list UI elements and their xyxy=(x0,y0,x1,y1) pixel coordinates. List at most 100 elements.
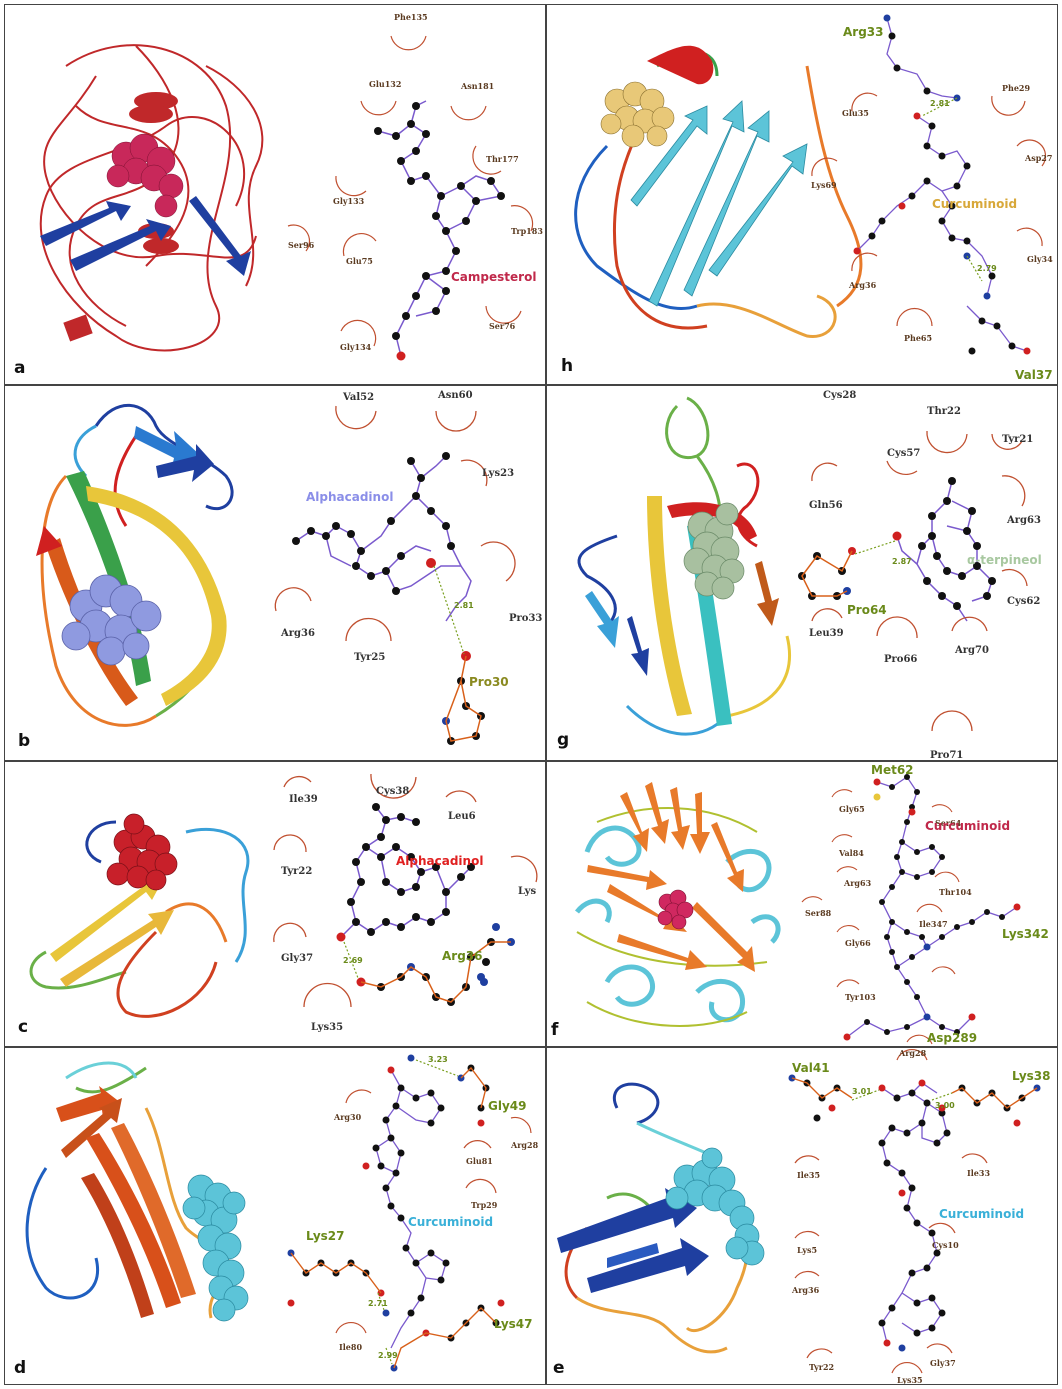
ligand-label-h: Curcuminoid xyxy=(932,197,1017,211)
ligand-spheres-h xyxy=(601,82,674,147)
residue-c-2: Leu6 xyxy=(448,811,476,822)
partner-e-1: Lys38 xyxy=(1012,1069,1051,1083)
residue-h-6: Phe65 xyxy=(904,333,932,343)
panel-b-graphic: 2.81 Val52 Asn60 Lys23 Pro33 Arg36 Tyr25… xyxy=(6,386,544,759)
hbond-d-1: 2.71 xyxy=(368,1299,388,1308)
hbond-e-1: 3.00 xyxy=(935,1101,955,1110)
partner-d-0: Gly49 xyxy=(488,1099,526,1113)
panel-g: 2.87 Cys28 Thr22 Tyr21 Cys57 Gln56 Arg63… xyxy=(547,386,1057,759)
partner-f-0: Met62 xyxy=(871,763,914,777)
residue-g-9: Arg70 xyxy=(954,645,989,656)
panel-letter-g: g xyxy=(557,730,569,750)
interaction-diagram-a: Phe135 Glu132 Asn181 Thr177 Gly133 Ser96… xyxy=(288,12,543,361)
residue-g-2: Tyr21 xyxy=(1002,434,1033,445)
panel-e: 3.01 3.00 Arg28 Ile33 Ile35 Lys5 Cys10 A… xyxy=(547,1048,1057,1384)
residue-a-9: Gly134 xyxy=(340,342,372,352)
interaction-diagram-g: 2.87 Cys28 Thr22 Tyr21 Cys57 Gln56 Arg63… xyxy=(798,390,1042,759)
hbond-g: 2.87 xyxy=(892,557,912,566)
hbond-h-1: 2.79 xyxy=(977,264,997,273)
residue-g-4: Gln56 xyxy=(809,500,843,511)
residue-c-4: Lys xyxy=(518,886,536,897)
ligand-spheres-g xyxy=(684,503,744,599)
helix-h xyxy=(647,46,713,84)
residue-a-8: Ser76 xyxy=(489,321,516,331)
partner-h-0: Arg33 xyxy=(843,25,884,39)
residue-a-2: Asn181 xyxy=(460,81,494,91)
partner-g: Pro64 xyxy=(847,603,887,617)
protein-f xyxy=(577,782,778,1026)
panel-b: 2.81 Val52 Asn60 Lys23 Pro33 Arg36 Tyr25… xyxy=(6,386,544,759)
ligand-label-g: α-terpineol xyxy=(967,553,1042,567)
residue-e-1: Ile33 xyxy=(967,1168,990,1178)
residue-e-0: Arg28 xyxy=(898,1048,927,1058)
panel-letter-a: a xyxy=(14,358,25,378)
residue-d-4: Ile80 xyxy=(339,1342,362,1352)
partner-c: Arg36 xyxy=(442,949,483,963)
residue-g-8: Pro66 xyxy=(884,654,917,665)
ligand-label-a: Campesterol xyxy=(451,270,536,284)
residue-b-1: Asn60 xyxy=(437,390,473,401)
panel-a-graphic: Phe135 Glu132 Asn181 Thr177 Gly133 Ser96… xyxy=(6,6,544,383)
residue-a-4: Gly133 xyxy=(333,196,365,206)
panel-h: 2.81 2.79 Arg33 Val37 Phe29 Glu35 Asp27 … xyxy=(547,6,1057,383)
residue-d-2: Glu81 xyxy=(466,1156,493,1166)
panel-g-graphic: 2.87 Cys28 Thr22 Tyr21 Cys57 Gln56 Arg63… xyxy=(547,386,1057,759)
residue-g-5: Arg63 xyxy=(1006,515,1041,526)
strands-c xyxy=(50,874,174,987)
hbond-d-0: 3.23 xyxy=(428,1055,448,1064)
residue-c-6: Lys35 xyxy=(311,1022,343,1033)
hbond-b: 2.81 xyxy=(454,601,474,610)
residue-f-4: Gly66 xyxy=(845,938,871,948)
partner-h-1: Val37 xyxy=(1015,368,1053,382)
ligand-label-d: Curcuminoid xyxy=(408,1215,493,1229)
interaction-diagram-f: Gly65 Val84 Arg63 Ser88 Gly66 Ile347 Thr… xyxy=(802,763,1049,1045)
residue-a-7: Trp183 xyxy=(511,226,543,236)
ligand-spheres-c xyxy=(107,814,177,890)
ligand-label-b: Alphacadinol xyxy=(306,490,393,504)
interaction-diagram-h: 2.81 2.79 Arg33 Val37 Phe29 Glu35 Asp27 … xyxy=(811,15,1053,383)
panel-letter-f: f xyxy=(551,1020,558,1040)
residue-e-7: Gly37 xyxy=(930,1358,956,1368)
residue-c-5: Gly37 xyxy=(281,953,313,964)
panel-e-graphic: 3.01 3.00 Arg28 Ile33 Ile35 Lys5 Cys10 A… xyxy=(547,1048,1057,1384)
residue-a-5: Ser96 xyxy=(288,240,315,250)
residue-h-4: Gly34 xyxy=(1027,254,1053,264)
hbond-e-0: 3.01 xyxy=(852,1087,872,1096)
panel-h-graphic: 2.81 2.79 Arg33 Val37 Phe29 Glu35 Asp27 … xyxy=(547,6,1057,383)
interaction-diagram-e: 3.01 3.00 Arg28 Ile33 Ile35 Lys5 Cys10 A… xyxy=(789,1048,1051,1384)
ligand-spheres-e xyxy=(666,1148,764,1265)
residue-g-6: Cys62 xyxy=(1007,596,1040,607)
residue-g-1: Thr22 xyxy=(927,406,961,417)
residue-f-5: Ile347 xyxy=(919,919,948,929)
residue-h-3: Lys69 xyxy=(811,180,837,190)
residue-d-0: Arg30 xyxy=(333,1112,362,1122)
residue-h-2: Asp27 xyxy=(1024,153,1052,163)
residue-e-3: Lys5 xyxy=(797,1245,817,1255)
residue-e-2: Ile35 xyxy=(797,1170,820,1180)
panel-letter-e: e xyxy=(553,1358,565,1378)
interaction-diagram-b: 2.81 Val52 Asn60 Lys23 Pro33 Arg36 Tyr25… xyxy=(275,390,542,745)
partner-d-1: Lys27 xyxy=(306,1229,345,1243)
panel-letter-c: c xyxy=(18,1017,28,1037)
residue-a-1: Glu132 xyxy=(369,79,401,89)
panel-letter-h: h xyxy=(561,356,573,376)
partner-b: Pro30 xyxy=(469,675,509,689)
panel-d-graphic: 3.23 2.71 2.99 Arg30 Arg28 Glu81 Trp29 I… xyxy=(6,1048,544,1384)
residue-f-2: Arg63 xyxy=(843,878,872,888)
panel-f-graphic: Gly65 Val84 Arg63 Ser88 Gly66 Ile347 Thr… xyxy=(547,762,1057,1045)
residue-h-1: Glu35 xyxy=(842,108,869,118)
residue-c-1: Cys38 xyxy=(376,786,409,797)
residue-g-10: Pro71 xyxy=(930,750,963,759)
residue-a-6: Glu75 xyxy=(346,256,373,266)
residue-d-3: Trp29 xyxy=(471,1200,498,1210)
ligand-label-c: Alphacadinol xyxy=(396,854,483,868)
residue-f-6: Thr104 xyxy=(939,887,972,897)
residue-e-5: Arg36 xyxy=(791,1285,820,1295)
residue-h-5: Arg36 xyxy=(848,280,877,290)
ligand-spheres-d xyxy=(183,1175,248,1321)
residue-b-5: Tyr25 xyxy=(354,652,385,663)
hydrophobic-arcs-a xyxy=(288,36,533,346)
residue-g-0: Cys28 xyxy=(823,390,856,401)
hbond-h-0: 2.81 xyxy=(930,99,950,108)
hbond-d-2: 2.99 xyxy=(378,1351,398,1360)
